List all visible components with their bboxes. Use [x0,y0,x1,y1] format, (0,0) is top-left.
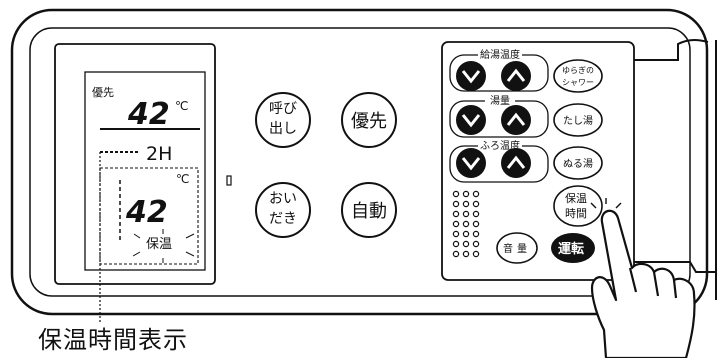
lcd-glow-lines [132,229,195,263]
hot-water-volume-down-button[interactable] [456,105,486,135]
gentle-shower-button[interactable]: ゆらぎの シャワー [553,59,603,93]
pointing-hand-icon [590,209,696,358]
lcd-bath-unit: ℃ [176,172,189,186]
power-button[interactable]: 運転 [551,233,595,263]
bath-temp-up-button[interactable] [501,148,531,178]
call-button-label-1: 呼び [269,101,297,117]
add-cool-water-button[interactable]: ぬる湯 [553,146,603,180]
gentle-shower-label-1: ゆらぎの [562,65,594,75]
volume-button[interactable]: 音量 [496,232,538,264]
add-hot-water-button[interactable]: たし湯 [553,103,603,137]
keep-warm-time-label-1: 保温 [565,191,587,205]
speaker-grille [452,190,480,258]
add-hot-water-label: たし湯 [563,114,593,127]
right-control-panel: 給湯温度 ゆらぎの シャワー 湯量 たし湯 [441,41,635,281]
lcd-keep-warm-label: 保温 [146,237,172,252]
priority-button-label: 優先 [351,111,387,132]
gentle-shower-label-2: シャワー [562,78,594,87]
hot-water-temp-label: 給湯温度 [480,48,520,61]
lcd-hot-water-temp: 42 [127,97,170,132]
lcd-temp-unit: ℃ [175,99,188,113]
lcd-timer-value: 2H [146,143,172,165]
chevron-down-icon [461,157,481,171]
chevron-down-icon [461,114,481,128]
reheat-button[interactable]: おい だき [255,182,311,238]
hot-water-temp-up-button[interactable] [501,61,531,91]
add-cool-water-label: ぬる湯 [563,157,593,170]
mounting-bracket [634,39,717,300]
lcd-screen [84,71,206,271]
lcd-priority-label: 優先 [92,86,114,99]
lcd-display: 優先 42 ℃ 2H ℃ 42 保温 [54,43,216,324]
chevron-up-icon [506,155,526,169]
touch-indicator-lines [590,198,622,209]
chevron-up-icon [506,68,526,82]
bath-temp-down-button[interactable] [456,148,486,178]
priority-button[interactable]: 優先 [341,92,397,148]
bath-temp-label: ふろ温度 [480,139,520,152]
power-button-label: 運転 [558,241,584,257]
lcd-bath-temp: 42 [125,195,168,230]
reheat-button-label-1: おい [269,191,297,207]
hot-water-volume-up-button[interactable] [501,105,531,135]
call-button[interactable]: 呼び 出し [255,92,311,148]
hot-water-volume-label: 湯量 [490,94,510,107]
reheat-button-label-2: だき [269,211,297,227]
chevron-up-icon [506,112,526,126]
keep-warm-time-display-callout: 保温時間表示 [38,326,188,354]
keep-warm-time-button[interactable]: 保温 時間 [553,185,603,227]
indicator-lamp [226,175,232,186]
volume-button-label: 音量 [503,242,531,255]
call-button-label-2: 出し [269,121,297,137]
auto-button-label: 自動 [351,201,387,222]
hot-water-temp-down-button[interactable] [456,61,486,91]
keep-warm-time-label-2: 時間 [565,207,587,220]
chevron-down-icon [461,70,481,84]
auto-button[interactable]: 自動 [341,182,397,238]
